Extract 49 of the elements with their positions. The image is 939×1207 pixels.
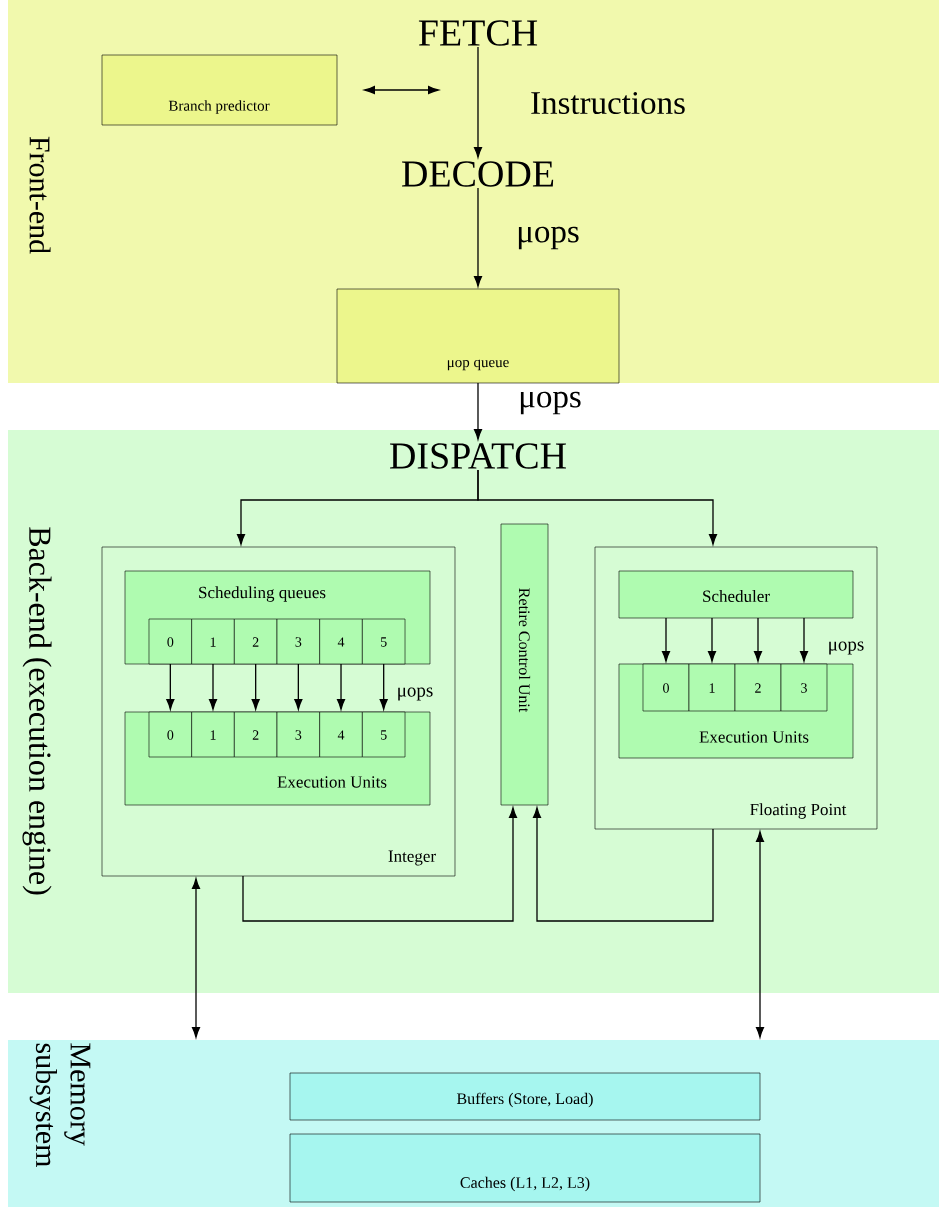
arrow bbox=[242, 807, 518, 922]
edge-label: μops bbox=[398, 687, 433, 701]
cell: 3 bbox=[780, 663, 828, 712]
arrow bbox=[473, 46, 483, 158]
arrow bbox=[166, 663, 175, 710]
cell: 1 bbox=[688, 663, 736, 712]
arrow bbox=[336, 663, 346, 710]
arrow bbox=[364, 85, 439, 95]
arrow bbox=[294, 663, 303, 710]
arrow bbox=[208, 663, 218, 710]
edge-label: μops bbox=[518, 226, 579, 250]
memory-box: Caches (L1, L2, L3) bbox=[289, 1133, 761, 1203]
cell: 0 bbox=[642, 663, 690, 712]
arrow bbox=[532, 807, 714, 922]
scheduler-box: Scheduler bbox=[618, 570, 854, 619]
process-box: Branch predictor bbox=[101, 54, 338, 126]
cell: 3 bbox=[276, 618, 320, 665]
cell: 4 bbox=[319, 711, 363, 758]
arrow bbox=[473, 382, 483, 440]
arrow bbox=[191, 878, 201, 1038]
arrow bbox=[755, 831, 765, 1038]
edge-label: Instructions bbox=[531, 91, 685, 115]
cell: 1 bbox=[191, 711, 235, 758]
cell: 2 bbox=[234, 711, 278, 758]
arrow bbox=[251, 663, 260, 710]
edge-label: μops bbox=[829, 641, 864, 655]
arrow bbox=[753, 617, 763, 662]
arrow bbox=[661, 617, 671, 662]
arrow bbox=[379, 663, 388, 710]
unit-box: Retire Control Unit bbox=[500, 523, 549, 806]
memory-box: Buffers (Store, Load) bbox=[289, 1072, 761, 1121]
arrow bbox=[477, 469, 718, 545]
arrow bbox=[473, 187, 483, 287]
queue-box: μop queue bbox=[336, 288, 620, 384]
edge-label: μops bbox=[520, 391, 581, 415]
cell: 4 bbox=[319, 618, 363, 665]
cell: 3 bbox=[276, 711, 320, 758]
cell: 2 bbox=[234, 618, 278, 665]
stage-label: DISPATCH bbox=[390, 443, 566, 469]
stage-label: FETCH bbox=[418, 20, 538, 46]
cell: 0 bbox=[148, 711, 192, 758]
arrow bbox=[799, 617, 809, 662]
cell: 5 bbox=[362, 711, 406, 758]
cell: 0 bbox=[148, 618, 192, 665]
arrow bbox=[707, 617, 717, 662]
cell: 1 bbox=[191, 618, 235, 665]
stage-label: DECODE bbox=[402, 161, 554, 187]
cell: 5 bbox=[362, 618, 406, 665]
cell: 2 bbox=[734, 663, 782, 712]
